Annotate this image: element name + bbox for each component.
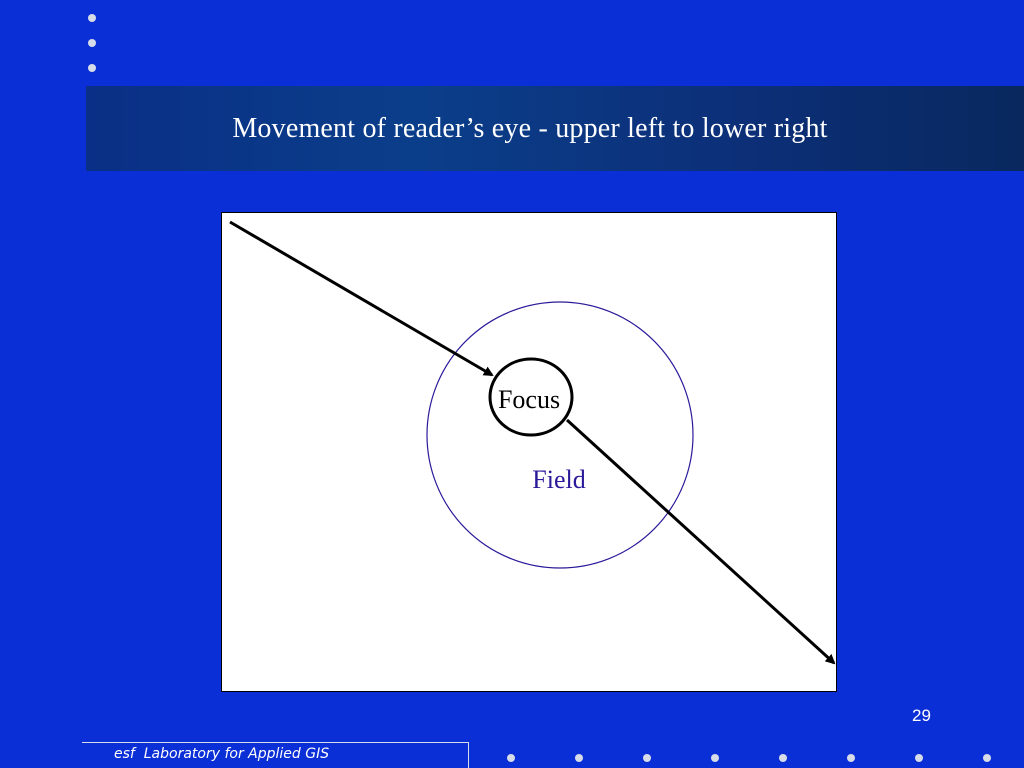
- eye-path-arrow-in: [229, 220, 494, 377]
- focus-circle: [488, 357, 574, 437]
- eye-movement-diagram: Focus Field: [221, 212, 837, 692]
- footer-text: esf Laboratory for Applied GIS: [114, 746, 330, 762]
- field-label: Field: [532, 465, 585, 494]
- slide-title: Movement of reader’s eye - upper left to…: [232, 112, 828, 144]
- focus-label: Focus: [498, 385, 560, 414]
- bullet-dot: [779, 754, 787, 762]
- bullet-dot: [88, 14, 96, 22]
- bullet-dot: [847, 754, 855, 762]
- bullet-dot: [711, 754, 719, 762]
- bullet-dot: [88, 39, 96, 47]
- eye-path-arrow-out: [565, 418, 836, 665]
- bullet-dot: [507, 754, 515, 762]
- footer-box: esf Laboratory for Applied GIS: [82, 742, 469, 768]
- bullet-dot: [88, 64, 96, 72]
- bottom-bullet-dots: [0, 754, 1024, 764]
- title-bar: Movement of reader’s eye - upper left to…: [86, 86, 1024, 171]
- field-circle: [426, 301, 694, 569]
- diagram-canvas: Focus Field: [229, 220, 836, 665]
- bullet-dot: [983, 754, 991, 762]
- bullet-dot: [915, 754, 923, 762]
- bullet-dot: [643, 754, 651, 762]
- bullet-dot: [575, 754, 583, 762]
- page-number: 29: [912, 706, 931, 725]
